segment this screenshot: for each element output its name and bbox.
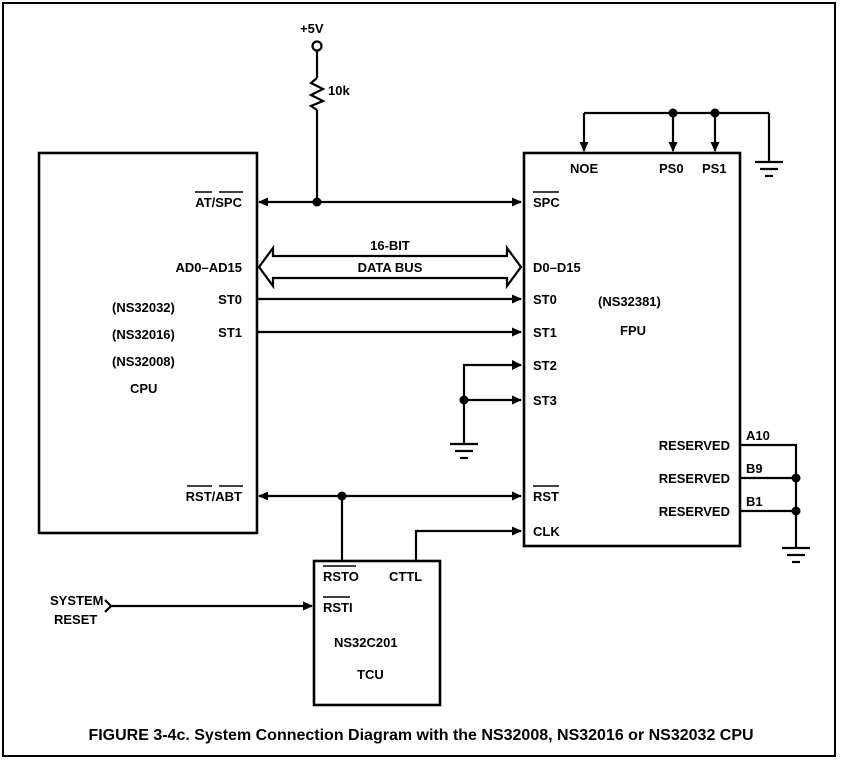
tcu-name: NS32C201 xyxy=(334,635,398,650)
reserved-ground-network: A10 B9 B1 xyxy=(740,428,810,564)
ground-icon xyxy=(755,160,783,178)
cpu-pin-at-spc: AT/SPC xyxy=(195,195,242,210)
data-bus-arrow xyxy=(257,244,523,290)
b9-junction xyxy=(791,473,801,483)
pullup-network: +5V 10k xyxy=(300,21,350,202)
figure-caption: FIGURE 3-4c. System Connection Diagram w… xyxy=(88,727,753,744)
fpu-pin-ps0: PS0 xyxy=(659,161,684,176)
clk-wire xyxy=(414,526,522,561)
supply-terminal xyxy=(311,40,323,52)
fpu-pin-d: D0–D15 xyxy=(533,260,581,275)
cpu-pin-ad: AD0–AD15 xyxy=(176,260,242,275)
fpu-pin-ps1: PS1 xyxy=(702,161,727,176)
data-bus-label-2: DATA BUS xyxy=(358,260,423,275)
fpu-pin-noe: NOE xyxy=(570,161,599,176)
fpu-reserved-2: RESERVED xyxy=(659,471,730,486)
fpu-box xyxy=(522,151,742,548)
st2-st3-ground-network xyxy=(450,360,522,460)
fpu-pin-rst: RST xyxy=(533,489,559,504)
fpu-block: (NS32381) FPU NOE PS0 PS1 SPC D0–D15 ST0… xyxy=(522,151,742,548)
fpu-pin-st3: ST3 xyxy=(533,393,557,408)
ps0-junction xyxy=(668,108,678,118)
cpu-name-1: (NS32032) xyxy=(112,300,175,315)
input-chevron-icon xyxy=(104,599,113,613)
cpu-block: (NS32032) (NS32016) (NS32008) CPU AT/SPC… xyxy=(37,151,259,535)
fpu-pin-clk: CLK xyxy=(533,524,560,539)
tcu-pin-cttl: CTTL xyxy=(389,569,422,584)
fpu-pin-st1: ST1 xyxy=(533,325,557,340)
cpu-pin-rst-abt: RST/ABT xyxy=(186,489,242,504)
fpu-pin-st0: ST0 xyxy=(533,292,557,307)
ground-icon xyxy=(450,442,478,460)
system-reset-label-2: RESET xyxy=(54,612,97,627)
cpu-name-2: (NS32016) xyxy=(112,327,175,342)
tcu-pin-rsto: RSTO xyxy=(323,569,359,584)
resistor-label: 10k xyxy=(328,83,350,98)
system-reset-input: SYSTEM RESET xyxy=(50,593,313,627)
reserved-signal-b9: B9 xyxy=(746,461,763,476)
supply-label: +5V xyxy=(300,21,324,36)
tcu-box xyxy=(312,559,442,707)
spc-junction xyxy=(312,197,322,207)
cpu-pin-st0: ST0 xyxy=(218,292,242,307)
tcu-label: TCU xyxy=(357,667,384,682)
cpu-pin-st1: ST1 xyxy=(218,325,242,340)
reserved-signal-b1: B1 xyxy=(746,494,763,509)
fpu-label: FPU xyxy=(620,323,646,338)
cpu-box xyxy=(37,151,259,535)
ps1-junction xyxy=(710,108,720,118)
fpu-pin-spc: SPC xyxy=(533,195,560,210)
cpu-label: CPU xyxy=(130,381,157,396)
ground-icon xyxy=(782,546,810,564)
st2-arrowhead xyxy=(512,360,522,370)
resistor-symbol xyxy=(308,77,326,111)
st2-wire xyxy=(462,363,521,444)
cpu-name-3: (NS32008) xyxy=(112,354,175,369)
fpu-name: (NS32381) xyxy=(598,294,661,309)
fpu-reserved-3: RESERVED xyxy=(659,504,730,519)
system-reset-label-1: SYSTEM xyxy=(50,593,103,608)
tcu-block: RSTO CTTL RSTI NS32C201 TCU xyxy=(312,559,442,707)
data-bus-label-1: 16-BIT xyxy=(370,238,410,253)
fpu-reserved-1: RESERVED xyxy=(659,438,730,453)
data-bus: 16-BIT DATA BUS xyxy=(257,238,523,290)
st3-junction xyxy=(459,395,469,405)
fpu-pin-st2: ST2 xyxy=(533,358,557,373)
tcu-pin-rsti: RSTI xyxy=(323,600,353,615)
top-pin-network xyxy=(579,108,783,178)
b1-junction xyxy=(791,506,801,516)
reserved-signal-a10: A10 xyxy=(746,428,770,443)
